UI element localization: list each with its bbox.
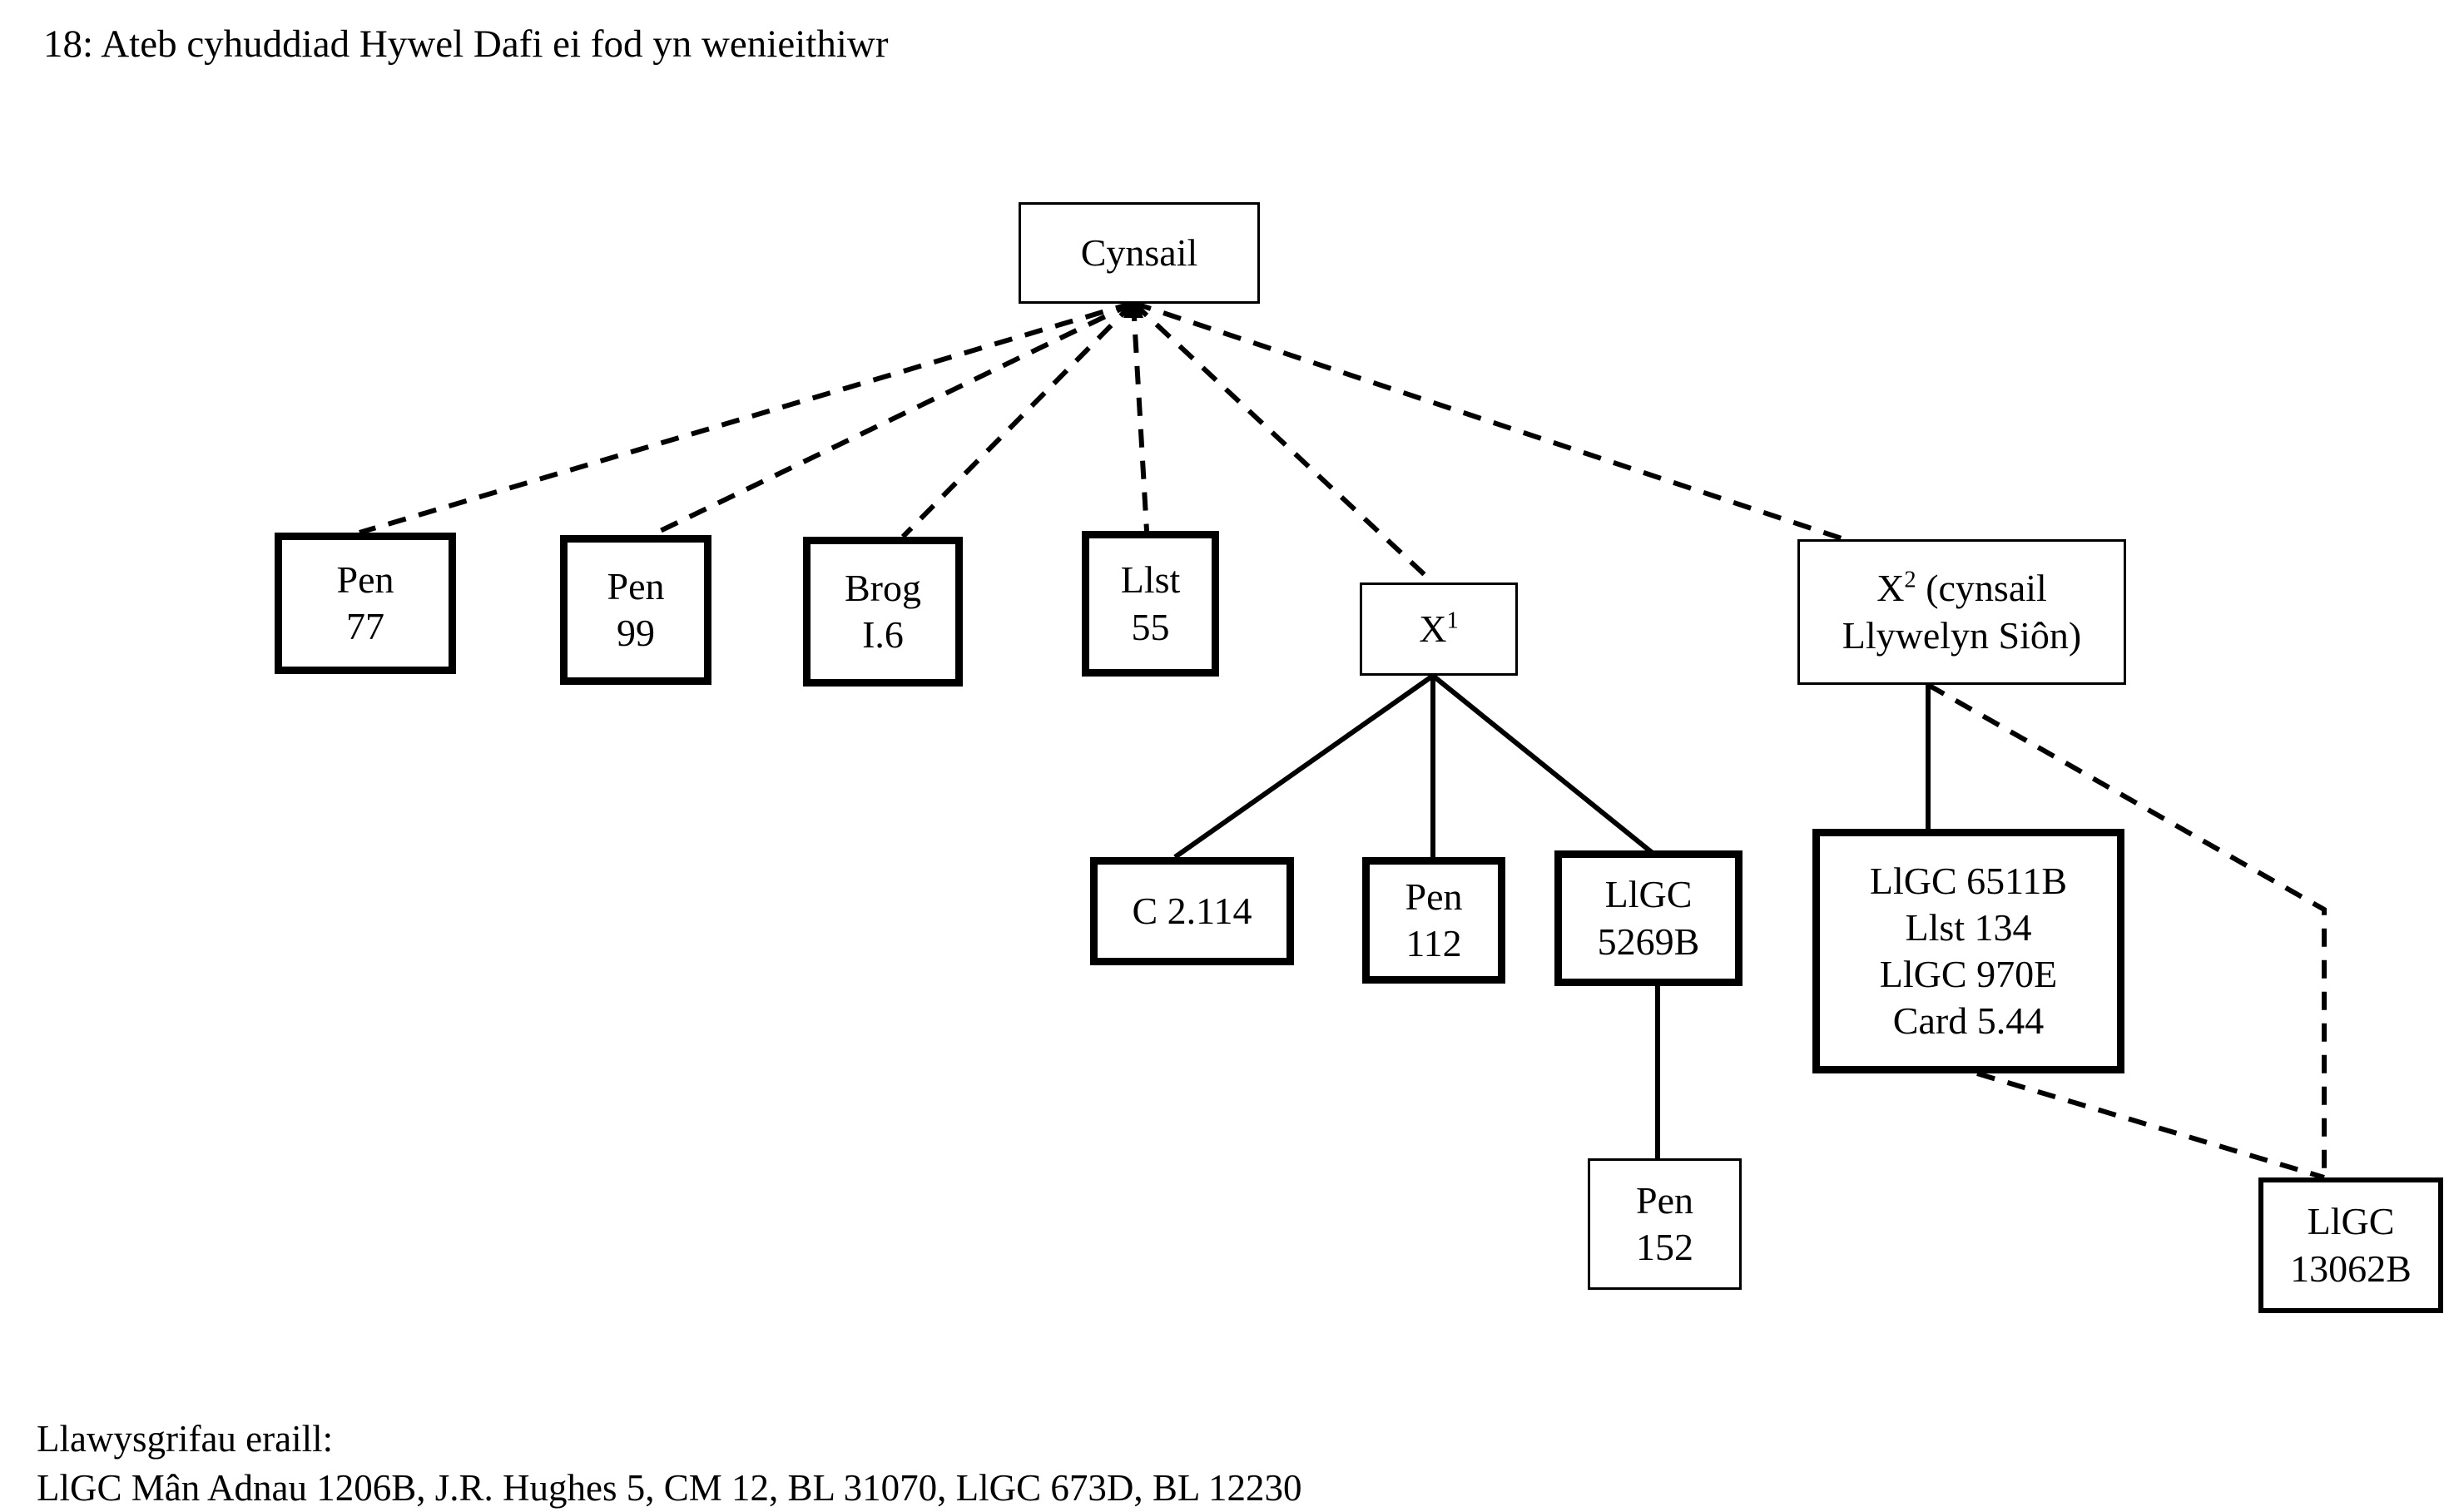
node-pen-99-line2: 99 (617, 612, 655, 654)
node-pen-112-line1: Pen (1405, 875, 1463, 918)
node-pen-99-line1: Pen (607, 564, 665, 607)
x1-solid-edges (1173, 673, 1659, 860)
node-llgc-13062b-line1: LlGC (2307, 1200, 2395, 1243)
node-group-line4: Card 5.44 (1892, 999, 2045, 1043)
node-pen-152[interactable]: Pen 152 (1588, 1158, 1742, 1290)
node-cynsail-label: Cynsail (1080, 231, 1198, 274)
node-pen-77-line2: 77 (346, 605, 384, 647)
node-pen-152-line2: 152 (1636, 1226, 1693, 1268)
node-x2-base: X (1876, 567, 1905, 610)
node-x2-line2: Llywelyn Siôn) (1842, 613, 2082, 657)
node-llst-55-line1: Llst (1120, 558, 1181, 602)
node-pen-112-line2: 112 (1405, 922, 1462, 964)
node-llgc-13062b[interactable]: LlGC 13062B (2258, 1177, 2443, 1313)
node-c-2-114-label: C 2.114 (1132, 889, 1252, 932)
node-pen-77[interactable]: Pen 77 (275, 533, 456, 674)
node-group-line1: LlGC 6511B (1869, 859, 2068, 902)
edge-group6511-llgc13062b (1976, 1071, 2325, 1180)
node-c-2-114[interactable]: C 2.114 (1090, 857, 1294, 965)
node-group-line3: LlGC 970E (1879, 953, 2058, 995)
edge-x1-c2114 (1173, 673, 1435, 860)
other-manuscripts-note: Llawysgrifau eraill: LlGC Mân Adnau 1206… (37, 1415, 1301, 1512)
node-pen-77-line1: Pen (336, 558, 394, 601)
node-x1[interactable]: X1 (1360, 582, 1518, 676)
edge-cynsail-x2 (1133, 300, 1845, 542)
node-llst-55[interactable]: Llst 55 (1082, 531, 1219, 677)
node-x1-base: X (1419, 607, 1447, 650)
node-llgc-6511b-group[interactable]: LlGC 6511B Llst 134 LlGC 970E Card 5.44 (1812, 829, 2124, 1073)
other-manuscripts-list: LlGC Mân Adnau 1206B, J.R. Hughes 5, CM … (37, 1466, 1302, 1509)
node-brog-i6[interactable]: Brog I.6 (803, 537, 963, 687)
edge-x1-llgc5269b (1431, 673, 1659, 860)
node-x2-line1: X2 (cynsail (1876, 565, 2047, 612)
node-llgc-13062b-line2: 13062B (2290, 1247, 2412, 1290)
node-x1-label: X1 (1419, 606, 1459, 652)
node-llgc-5269b[interactable]: LlGC 5269B (1554, 850, 1743, 986)
node-x2[interactable]: X2 (cynsail Llywelyn Siôn) (1797, 539, 2126, 685)
node-llgc-5269b-line1: LlGC (1604, 873, 1693, 916)
node-x2-rest: (cynsail (1916, 567, 2047, 610)
edge-cynsail-pen99 (650, 300, 1135, 538)
edge-cynsail-brog (900, 300, 1136, 539)
other-manuscripts-heading: Llawysgrifau eraill: (37, 1418, 334, 1460)
diagram-title: 18: Ateb cyhuddiad Hywel Dafi ei fod yn … (43, 22, 889, 66)
node-x1-superscript: 1 (1446, 607, 1459, 634)
node-llgc-5269b-line2: 5269B (1597, 920, 1700, 963)
node-brog-i6-line2: I.6 (862, 613, 904, 656)
node-x2-superscript: 2 (1904, 568, 1916, 594)
node-pen-99[interactable]: Pen 99 (560, 535, 711, 685)
node-pen-152-line1: Pen (1636, 1178, 1693, 1222)
node-group-line2: Llst 134 (1905, 905, 2032, 949)
node-cynsail[interactable]: Cynsail (1019, 202, 1260, 304)
node-pen-112[interactable]: Pen 112 (1362, 857, 1505, 984)
node-llst-55-line2: 55 (1131, 605, 1170, 648)
edge-cynsail-pen77 (359, 300, 1134, 535)
node-brog-i6-line1: Brog (845, 566, 921, 609)
edge-cynsail-llst55 (1131, 302, 1149, 532)
